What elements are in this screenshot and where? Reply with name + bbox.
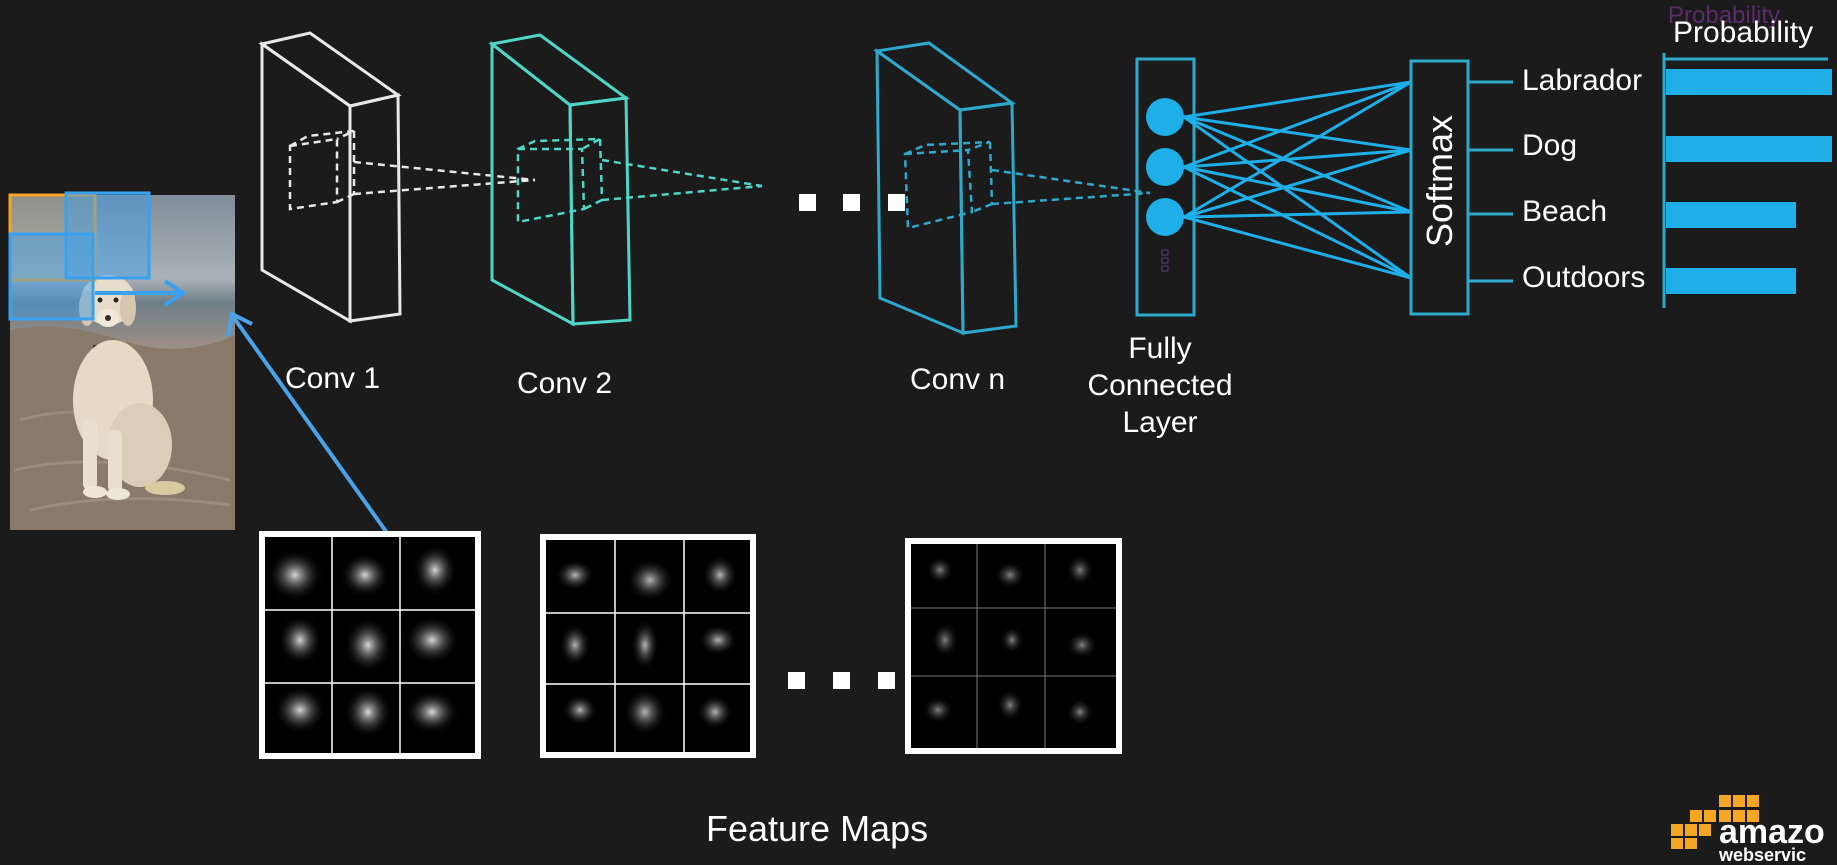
feature-to-image-arrow (226, 311, 392, 539)
conv1-block (258, 31, 536, 324)
fully-connected-layer (1135, 57, 1196, 317)
probability-bar-dog (1666, 136, 1832, 162)
feature-maps-caption: Feature Maps (706, 808, 929, 849)
probability-bar-labrador (1666, 69, 1832, 95)
softmax-box (1409, 59, 1513, 316)
feature-map-1 (259, 531, 481, 759)
fc-connections (1183, 80, 1412, 280)
input-dog-photo (8, 191, 235, 530)
probability-title: Probability (1673, 16, 1814, 49)
feature-map-n (905, 538, 1122, 754)
class-label-beach: Beach (1522, 195, 1608, 228)
convn-block (873, 41, 1151, 336)
class-label-outdoors: Outdoors (1522, 261, 1646, 294)
probability-bar-beach (1666, 202, 1796, 228)
ellipsis-dots-top (799, 194, 905, 211)
convn-label: Conv n (910, 363, 1006, 396)
feature-map-2 (540, 534, 756, 758)
fc-label-line1: Fully (1128, 332, 1192, 365)
probability-bar-outdoors (1666, 268, 1796, 294)
aws-logo-text: amazo (1719, 813, 1825, 851)
ghost-title: Probability (1668, 2, 1781, 29)
conv2-label: Conv 2 (517, 367, 613, 400)
class-label-dog: Dog (1522, 129, 1578, 162)
probability-bars (1666, 69, 1832, 294)
ellipsis-dots-bottom (788, 672, 895, 689)
fc-label-line2: Connected (1087, 369, 1233, 402)
conv2-block (488, 33, 763, 327)
softmax-label: Softmax (1419, 114, 1460, 248)
fc-label-line3: Layer (1122, 406, 1198, 439)
probability-axes (1662, 53, 1828, 308)
fully-connected-label: Fully Connected Layer (1080, 330, 1240, 441)
class-label-labrador: Labrador (1522, 64, 1643, 97)
aws-logo-icon (1671, 795, 1759, 849)
conv1-label: Conv 1 (285, 362, 381, 395)
